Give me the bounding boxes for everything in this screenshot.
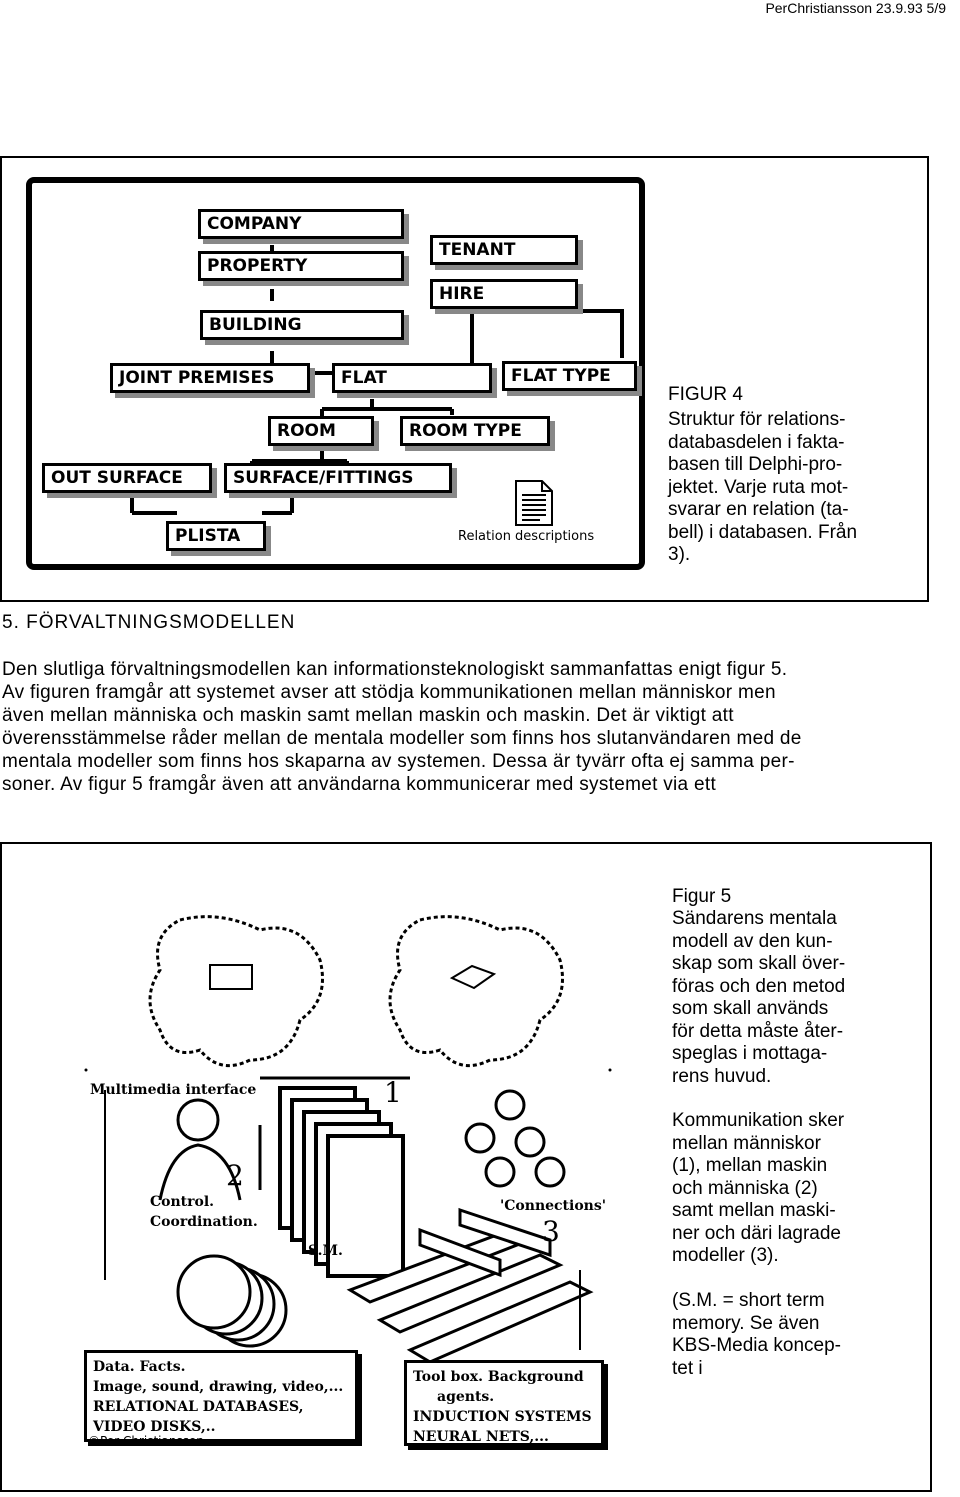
caption-line: tet i: [672, 1357, 703, 1379]
caption-line: mellan människor: [672, 1132, 821, 1154]
data-box-line: VIDEO DISKS,..: [93, 1419, 216, 1435]
label-2: 2: [226, 1159, 244, 1192]
running-header: PerChristiansson 23.9.93 5/9: [765, 0, 946, 16]
data-facts-box: Data. Facts. Image, sound, drawing, vide…: [84, 1350, 358, 1442]
caption-line: Sändarens mentala: [672, 908, 837, 929]
label-1: 1: [384, 1076, 402, 1109]
box-plista: PLISTA: [166, 521, 266, 551]
figure-4-diagram: COMPANY PROPERTY BUILDING TENANT HIRE JO…: [26, 177, 645, 570]
box-room: ROOM: [268, 416, 374, 446]
box-building: BUILDING: [200, 310, 404, 340]
caption-line: föras och den metod: [672, 975, 846, 997]
caption-line: (1), mellan maskin: [672, 1155, 828, 1176]
figure-4-caption: Struktur för relations- databasdelen i f…: [668, 409, 903, 567]
tool-box-line: NEURAL NETS,...: [413, 1429, 549, 1445]
caption-line: jektet. Varje ruta mot-: [668, 476, 849, 498]
box-hire: HIRE: [430, 279, 578, 309]
figure-5-caption-p3: (S.M. = short term memory. Se även KBS-M…: [672, 1290, 912, 1380]
caption-line: svarar en relation (ta-: [668, 499, 849, 520]
figure-5-caption-title: Figur 5: [672, 886, 732, 907]
caption-line: Struktur för relations-: [668, 409, 846, 430]
data-box-line: Data. Facts.: [93, 1359, 186, 1375]
tool-box-line: INDUCTION SYSTEMS: [413, 1409, 592, 1425]
box-property: PROPERTY: [198, 251, 404, 281]
caption-line: skap som skall över-: [672, 953, 846, 974]
connections-label: 'Connections': [500, 1198, 607, 1214]
caption-line: KBS-Media koncep-: [672, 1335, 841, 1356]
connection-blocks: [346, 1207, 594, 1364]
sm-label: S.M.: [308, 1243, 343, 1259]
caption-line: Kommunikation sker: [672, 1110, 845, 1131]
figure-5-caption-p1: Sändarens mentala modell av den kun- ska…: [672, 908, 912, 1088]
box-flat: FLAT: [332, 363, 492, 393]
caption-line: ner och däri lagrade: [672, 1222, 841, 1244]
mental-model-cloud-left: [148, 915, 324, 1068]
section-body: Den slutliga förvaltningsmodellen kan in…: [2, 658, 922, 796]
caption-line: rens huvud.: [672, 1065, 772, 1087]
caption-line: modell av den kun-: [672, 930, 833, 952]
caption-line: 3).: [668, 544, 691, 565]
box-tenant: TENANT: [430, 235, 578, 265]
figure-5-caption-p2: Kommunikation sker mellan människor (1),…: [672, 1110, 912, 1268]
body-line: Den slutliga förvaltningsmodellen kan in…: [2, 659, 788, 680]
body-line: soner. Av figur 5 framgår även att använ…: [2, 774, 717, 795]
box-out-surface: OUT SURFACE: [42, 463, 212, 493]
caption-line: databasdelen i fakta-: [668, 431, 845, 453]
caption-line: bell) i databasen. Från: [668, 521, 858, 543]
tool-box-line: Tool box. Background: [413, 1369, 584, 1385]
caption-line: för detta måste åter-: [672, 1020, 844, 1042]
caption-line: (S.M. = short term: [672, 1290, 825, 1311]
control-label: Control.: [150, 1194, 215, 1210]
box-company: COMPANY: [198, 209, 404, 239]
data-box-line: Image, sound, drawing, video,...: [93, 1379, 344, 1395]
caption-line: och människa (2): [672, 1177, 818, 1199]
faces: [464, 1089, 566, 1188]
section-title: 5. FÖRVALTNINGSMODELLEN: [2, 612, 296, 633]
box-joint-premises: JOINT PREMISES: [110, 363, 310, 393]
caption-line: som skall används: [672, 998, 829, 1019]
caption-line: modeller (3).: [672, 1245, 779, 1266]
caption-line: memory. Se även: [672, 1312, 820, 1334]
relation-descriptions-label: Relation descriptions: [458, 529, 595, 544]
body-line: överensstämmelse råder mellan de mentala…: [2, 728, 802, 749]
box-surface-fittings: SURFACE/FITTINGS: [224, 463, 452, 493]
label-3: 3: [542, 1215, 560, 1248]
body-line: Av figuren framgår att systemet avser at…: [2, 682, 776, 703]
box-flat-type: FLAT TYPE: [502, 361, 637, 391]
relation-descriptions-icon: [514, 479, 554, 527]
caption-line: speglas i mottaga-: [672, 1043, 828, 1064]
body-line: mentala modeller som finns hos skaparna …: [2, 751, 795, 772]
mental-model-cloud-right: [388, 915, 564, 1068]
box-room-type: ROOM TYPE: [400, 416, 550, 446]
body-line: även mellan människa och maskin samt mel…: [2, 705, 734, 726]
data-box-line: RELATIONAL DATABASES,: [93, 1399, 304, 1415]
tool-box-line: agents.: [437, 1389, 495, 1405]
tool-box: Tool box. Background agents. INDUCTION S…: [404, 1360, 604, 1446]
multimedia-interface-label: Multimedia interface: [90, 1082, 257, 1098]
person: [158, 1098, 242, 1201]
figure-4-frame: [0, 156, 929, 602]
caption-line: samt mellan maski-: [672, 1200, 836, 1221]
disks: [176, 1254, 288, 1348]
figure-5-illustration: [84, 915, 612, 1364]
figure-4-caption-title: FIGUR 4: [668, 384, 743, 405]
coordination-label: Coordination.: [150, 1214, 258, 1230]
caption-line: basen till Delphi-pro-: [668, 454, 843, 475]
copyright-label: ©Per Christiansson: [88, 1434, 204, 1448]
figure-5-frame: [0, 842, 932, 1492]
